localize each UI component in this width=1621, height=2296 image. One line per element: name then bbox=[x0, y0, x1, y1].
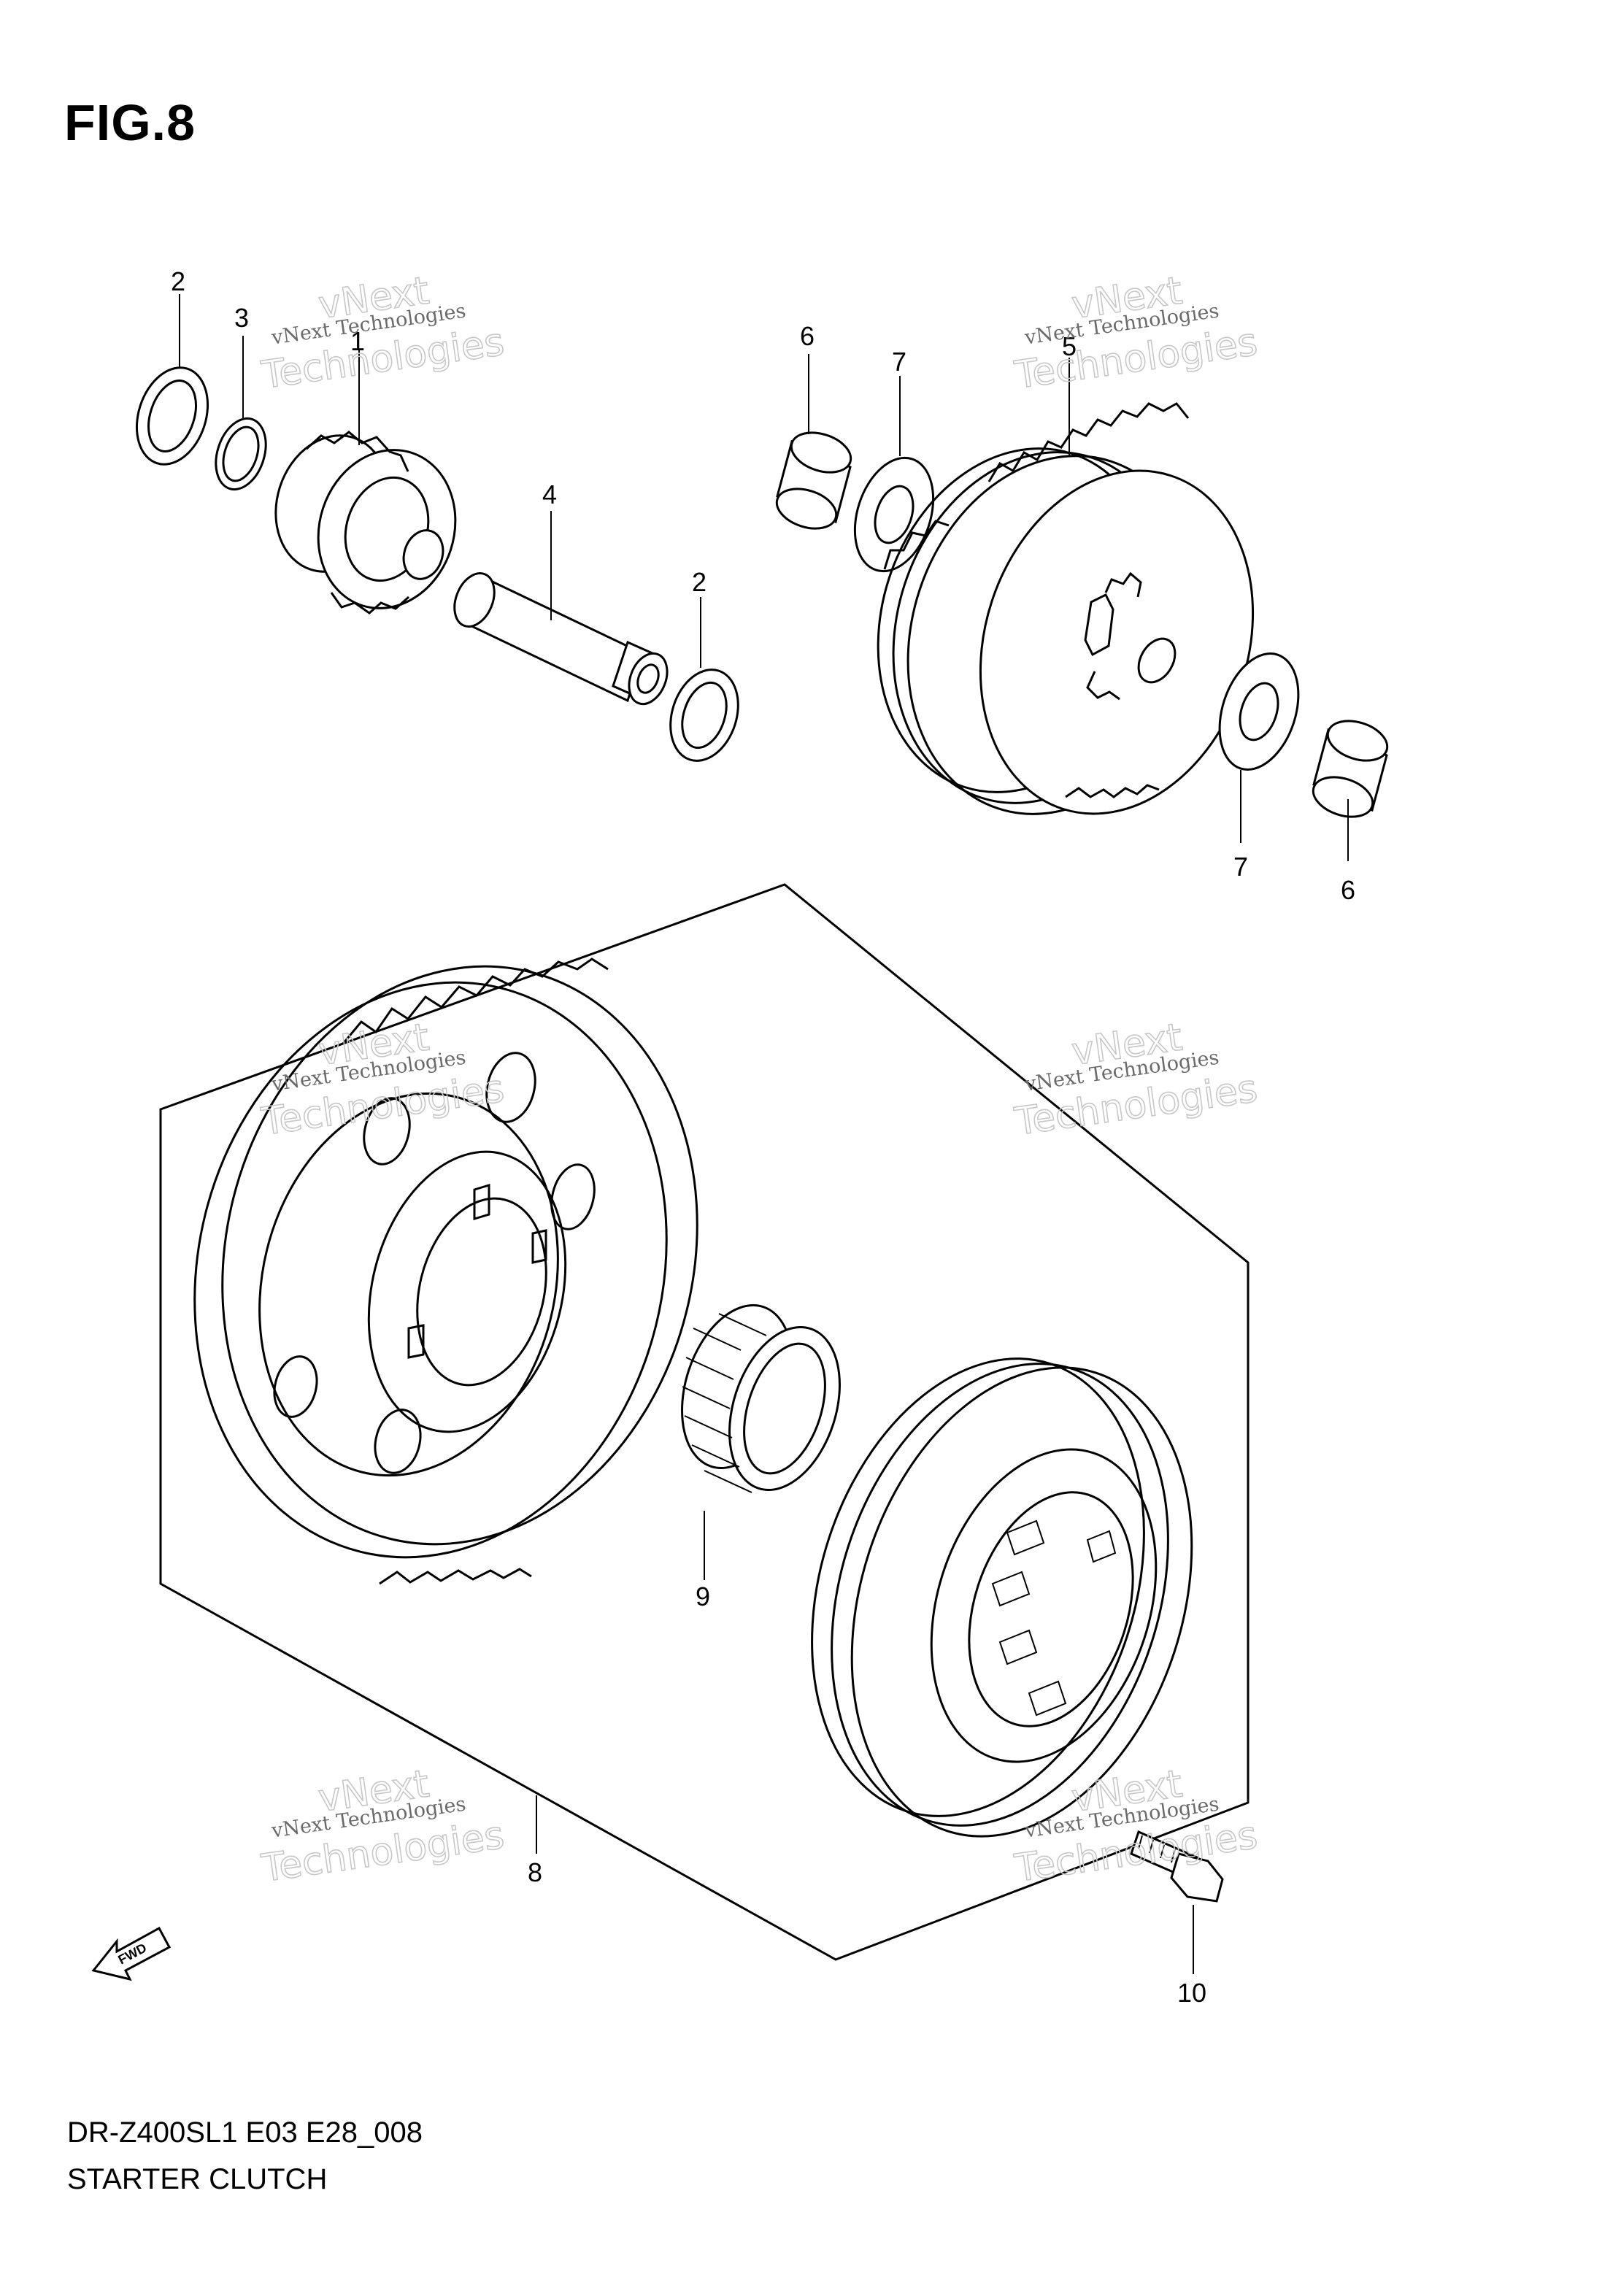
watermark: vNext vNext Technologies Technologies bbox=[258, 269, 508, 398]
part-5-idler-gear[interactable] bbox=[835, 402, 1295, 852]
callout-5[interactable]: 5 bbox=[1062, 331, 1077, 361]
figure-title: FIG.8 bbox=[64, 94, 196, 151]
watermark: vNext vNext Technologies Technologies bbox=[258, 1015, 508, 1145]
callout-8[interactable]: 8 bbox=[528, 1857, 542, 1887]
part-3-circlip[interactable] bbox=[207, 412, 274, 496]
starter-driven-gear[interactable] bbox=[135, 915, 757, 1608]
watermark: vNext vNext Technologies Technologies bbox=[1012, 269, 1261, 398]
part-10-bolt[interactable] bbox=[1130, 1830, 1224, 1903]
callout-3[interactable]: 3 bbox=[234, 303, 249, 333]
fwd-direction-arrow: FWD bbox=[91, 1926, 172, 1981]
part-1-pinion-gear[interactable] bbox=[258, 420, 475, 626]
watermark: vNext vNext Technologies Technologies bbox=[1012, 1015, 1261, 1145]
callout-6[interactable]: 6 bbox=[800, 321, 815, 351]
watermark: vNext vNext Technologies Technologies bbox=[1012, 1762, 1261, 1892]
part-2-washer-left[interactable] bbox=[125, 358, 220, 474]
part-2-washer-right[interactable] bbox=[659, 661, 749, 770]
callout-10[interactable]: 10 bbox=[1177, 1978, 1206, 2008]
section-name: STARTER CLUTCH bbox=[67, 2163, 328, 2195]
callout-2[interactable]: 2 bbox=[692, 567, 706, 597]
callout-9[interactable]: 9 bbox=[696, 1582, 710, 1611]
part-8-assembly-outline[interactable] bbox=[159, 883, 1250, 1961]
part-7-washer-lower[interactable] bbox=[1206, 644, 1312, 780]
callout-4[interactable]: 4 bbox=[542, 479, 557, 509]
callout-6[interactable]: 6 bbox=[1341, 875, 1355, 905]
watermark: vNext vNext Technologies Technologies bbox=[258, 1762, 508, 1892]
part-6-bushing-upper[interactable] bbox=[771, 425, 855, 536]
part-7-washer-upper[interactable] bbox=[842, 447, 947, 581]
model-code: DR-Z400SL1 E03 E28_008 bbox=[67, 2116, 423, 2149]
one-way-clutch[interactable] bbox=[756, 1315, 1249, 1881]
callout-7[interactable]: 7 bbox=[892, 347, 906, 377]
part-4-shaft[interactable] bbox=[447, 567, 674, 709]
callout-2[interactable]: 2 bbox=[171, 266, 185, 296]
callout-7[interactable]: 7 bbox=[1233, 852, 1248, 882]
part-6-bushing-lower[interactable] bbox=[1308, 714, 1392, 824]
callout-1[interactable]: 1 bbox=[350, 326, 365, 356]
part-9-needle-bearing[interactable] bbox=[663, 1291, 859, 1504]
